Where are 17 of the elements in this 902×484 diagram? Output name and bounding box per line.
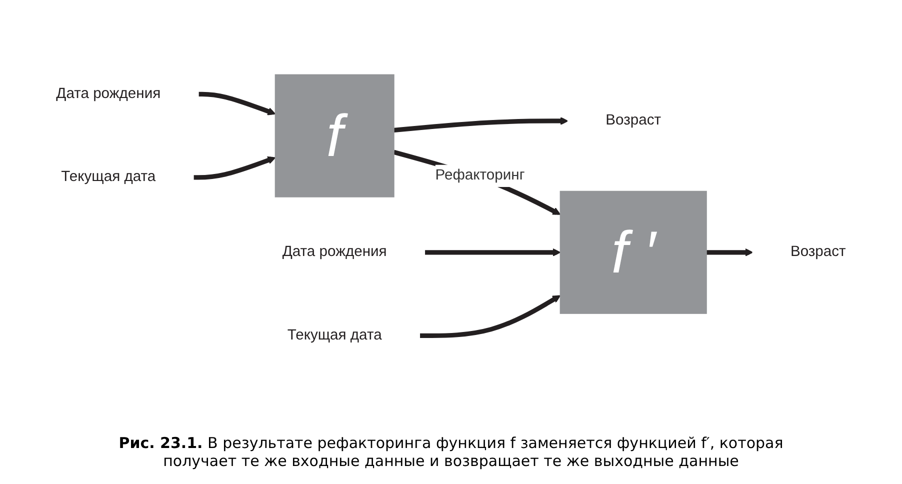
arrow — [394, 117, 568, 133]
arrow — [424, 248, 561, 257]
arrow — [420, 295, 561, 338]
node-text: Возраст — [606, 112, 662, 128]
arrow — [393, 150, 561, 215]
node-text: Дата рождения — [56, 86, 161, 102]
edge-label: Рефакторинг — [435, 168, 525, 184]
node-text: Дата рождения — [282, 244, 387, 260]
node-text: Текущая дата — [287, 327, 382, 344]
arrow — [706, 248, 754, 257]
node-box: f ′ — [560, 190, 707, 314]
node-box: f — [274, 74, 394, 198]
arrow — [198, 92, 276, 116]
arrow — [193, 156, 276, 180]
node-text: Текущая дата — [61, 169, 156, 185]
figure-caption: Рис. 23.1. В результате рефакторинга функция f заменяется функцией f′, которая получает те же входные данные и возвращает те же выходные данные — [118, 433, 784, 472]
node-text: Возраст — [790, 244, 846, 260]
